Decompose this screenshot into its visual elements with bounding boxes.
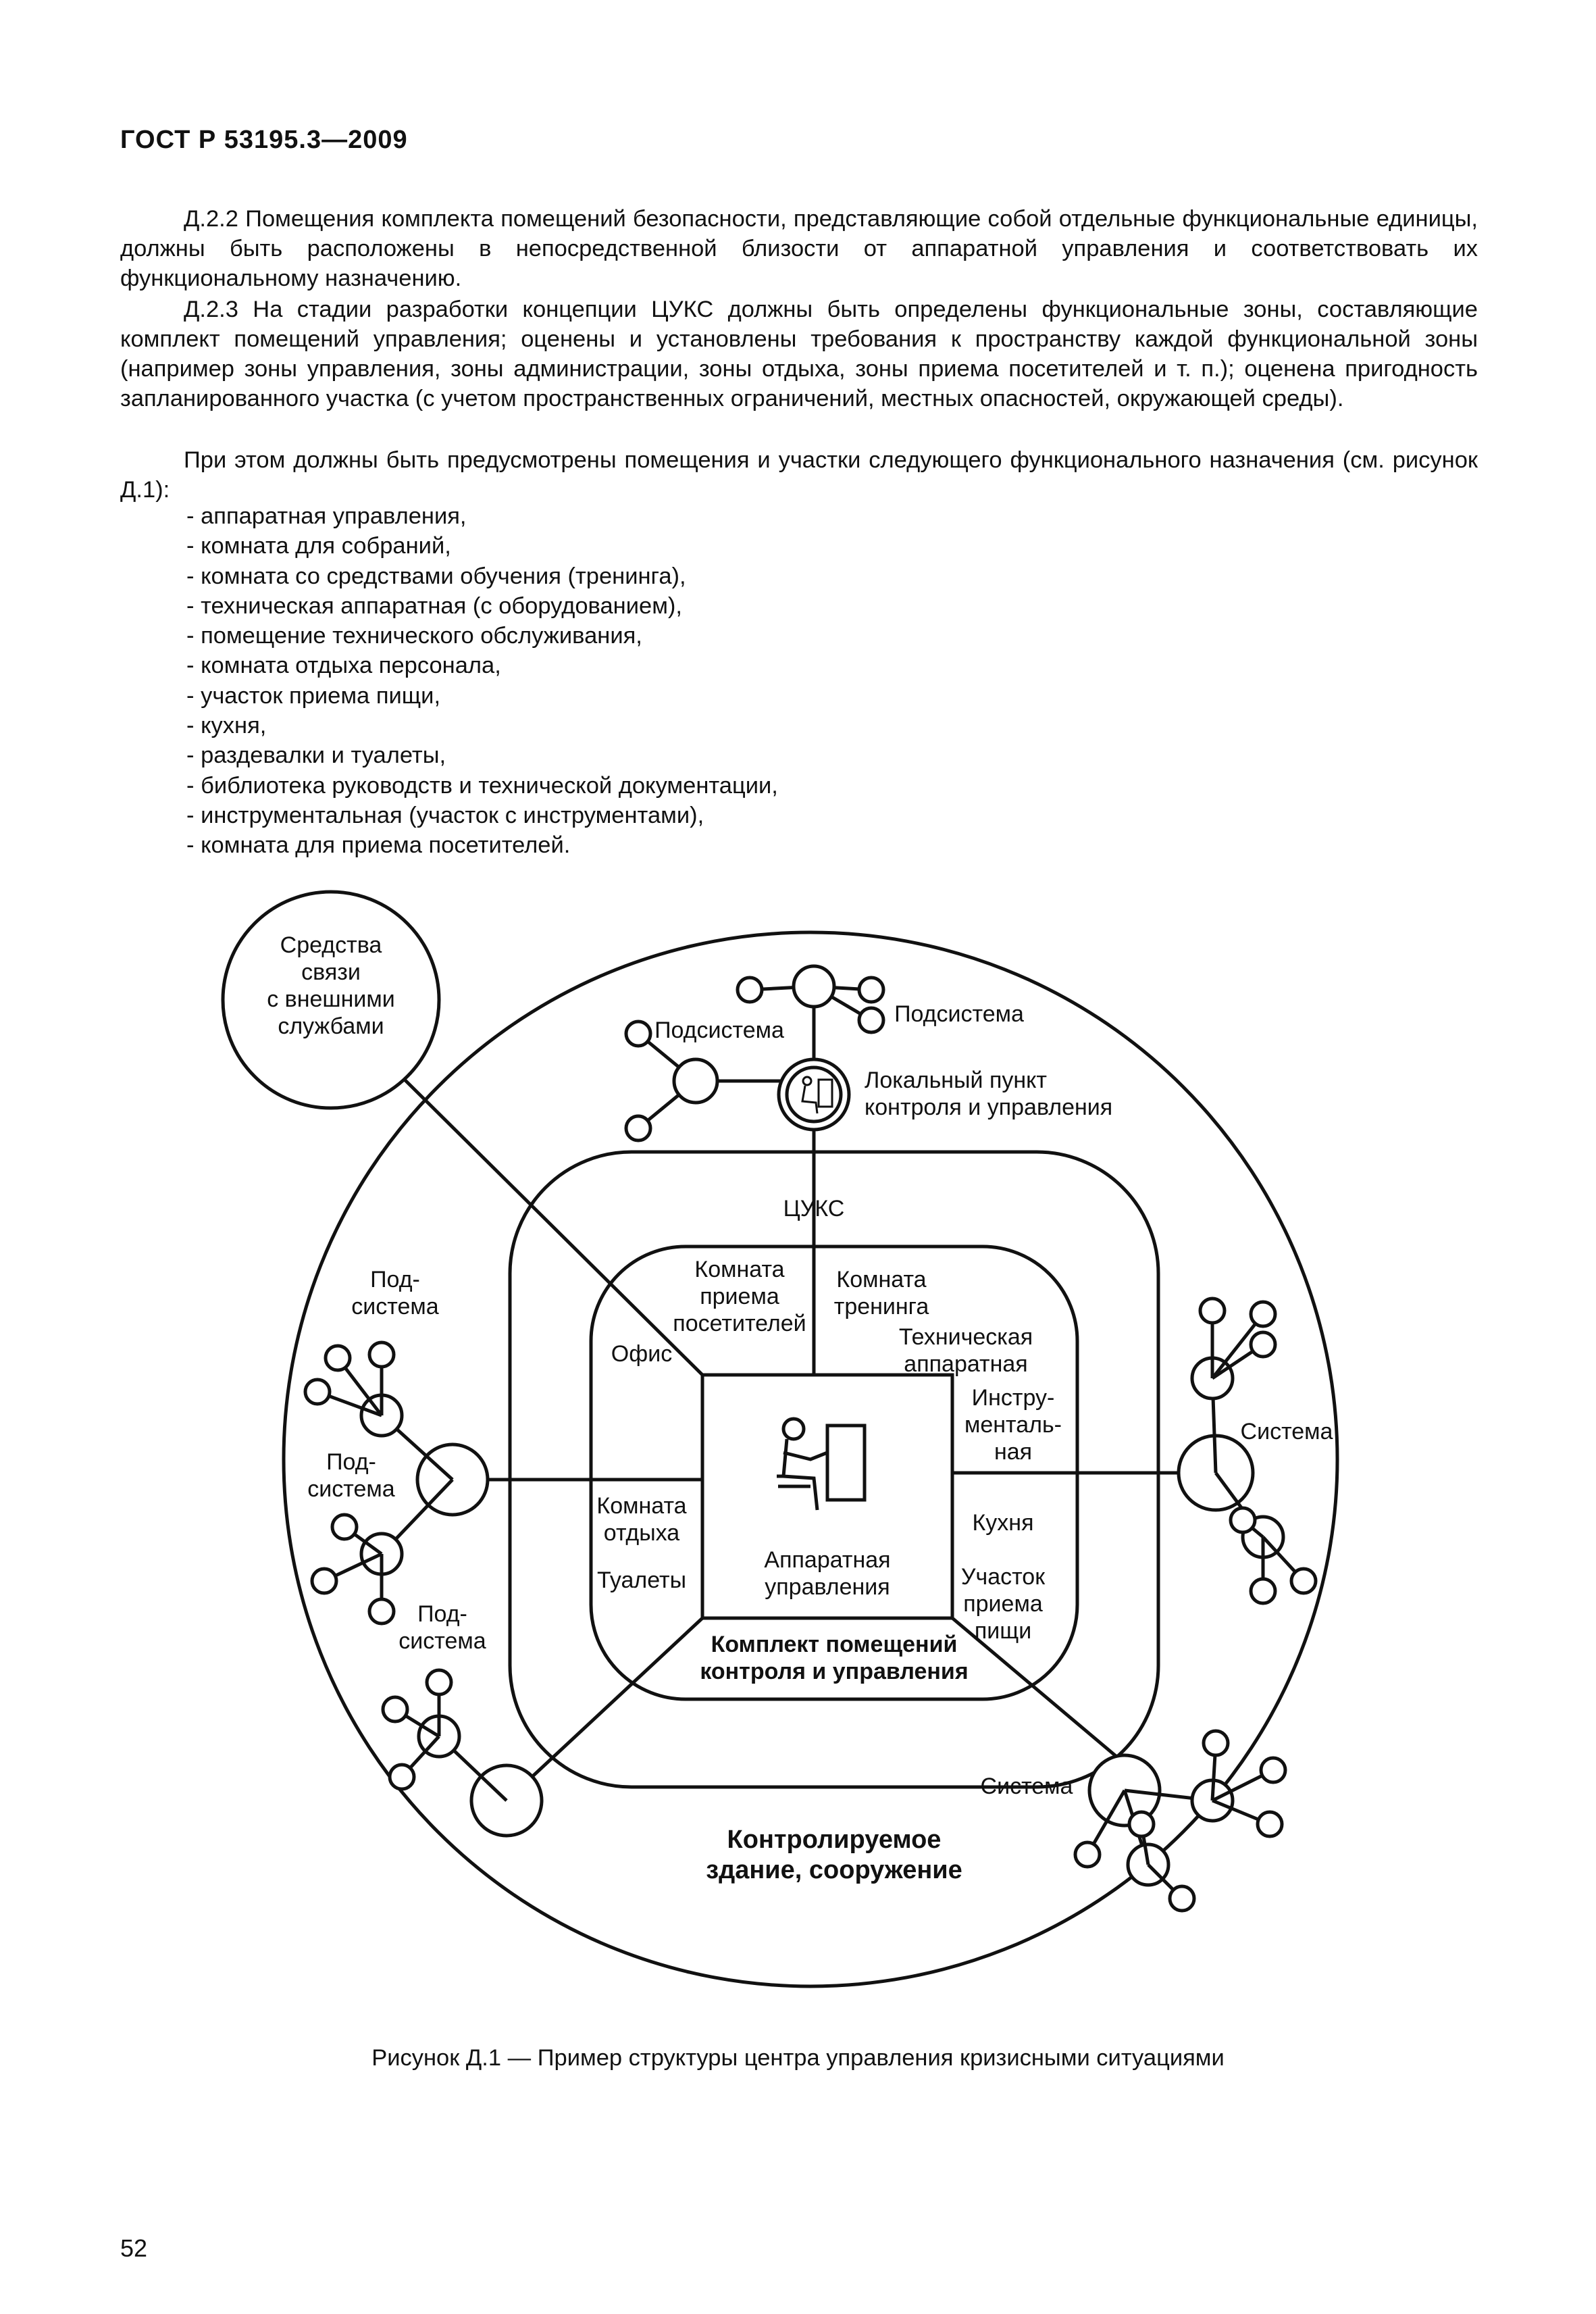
svg-text:менталь-: менталь- <box>964 1412 1062 1438</box>
svg-text:отдыха: отдыха <box>604 1520 680 1546</box>
operator-icon <box>777 1417 867 1511</box>
svg-text:управления: управления <box>765 1574 890 1600</box>
list-item: - библиотека руководств и технической до… <box>186 772 778 799</box>
building-circle <box>282 930 1339 1988</box>
list-item: - техническая аппаратная (с оборудование… <box>186 593 682 619</box>
paragraph-intro-list: При этом должны быть предусмотрены помещ… <box>120 447 1478 503</box>
system-label: Система <box>1241 1419 1333 1444</box>
list-item: - раздевалки и туалеты, <box>186 743 446 769</box>
svg-text:приема: приема <box>700 1284 779 1309</box>
list-item: - комната для приема посетителей. <box>186 832 571 859</box>
page-number: 52 <box>120 2234 148 2262</box>
local-point-label: Локальный пункт <box>865 1067 1047 1093</box>
list-item: - комната для собраний, <box>186 533 451 559</box>
left-subsystem-label: Под- <box>326 1449 376 1475</box>
cuks-label: ЦУКС <box>783 1196 845 1222</box>
kitchen-label: Кухня <box>973 1510 1034 1536</box>
toilets-label: Туалеты <box>597 1567 686 1593</box>
list-item: - инструментальная (участок с инструмент… <box>186 802 704 828</box>
svg-text:связи: связи <box>301 959 361 985</box>
office-label: Офис <box>611 1341 672 1367</box>
paragraph-d22: Д.2.2 Помещения комплекта помещений безо… <box>120 206 1478 291</box>
building-label: Контролируемое <box>727 1826 942 1854</box>
training-label: Комната <box>836 1267 926 1292</box>
subsystem-label: Подсистема <box>894 1001 1024 1027</box>
svg-text:контроля и управления: контроля и управления <box>865 1095 1112 1120</box>
svg-text:службами: службами <box>278 1013 384 1039</box>
svg-text:система: система <box>351 1294 438 1319</box>
subsystem-label: Подсистема <box>654 1017 784 1043</box>
list-item: - комната отдыха персонала, <box>186 653 501 679</box>
list-item: - аппаратная управления, <box>186 503 467 529</box>
svg-text:система: система <box>398 1628 486 1654</box>
comms-circle <box>221 890 441 1110</box>
left-subsystem-label: Под- <box>417 1601 467 1627</box>
instrumental-label: Инстру- <box>972 1385 1055 1411</box>
crisis-center-diagram: Средства связи с внешними службами Подси… <box>221 890 1339 1988</box>
svg-text:аппаратная: аппаратная <box>904 1351 1027 1377</box>
svg-text:с внешними: с внешними <box>267 986 395 1012</box>
svg-text:система: система <box>307 1476 394 1502</box>
svg-text:ная: ная <box>994 1439 1032 1465</box>
list-item: - помещение технического обслуживания, <box>186 623 642 649</box>
list-item: - комната со средствами обучения (тренин… <box>186 563 686 589</box>
svg-text:посетителей: посетителей <box>673 1311 806 1336</box>
system-label: Система <box>981 1774 1073 1799</box>
document-header: ГОСТ Р 53195.3—2009 <box>120 126 408 154</box>
cuks-outline <box>508 1150 1160 1789</box>
svg-text:пищи: пищи <box>975 1618 1031 1644</box>
control-room-box <box>700 1373 954 1620</box>
list-item: - участок приема пищи, <box>186 682 441 709</box>
local-operator-icon <box>801 1076 833 1114</box>
left-subsystem-label: Под- <box>370 1267 420 1292</box>
meal-area-label: Участок <box>961 1564 1046 1590</box>
svg-text:здание, сооружение: здание, сооружение <box>706 1856 962 1884</box>
svg-text:приема: приема <box>963 1591 1043 1617</box>
room-list: - аппаратная управления, - комната для с… <box>186 501 778 861</box>
control-room-label: Аппаратная <box>764 1547 890 1573</box>
complex-label: Комплект помещений <box>711 1632 958 1657</box>
comms-label: Средства <box>280 932 382 958</box>
rest-room-label: Комната <box>596 1493 686 1519</box>
paragraph-d23: Д.2.3 На стадии разработки концепции ЦУК… <box>120 297 1478 411</box>
svg-text:тренинга: тренинга <box>834 1294 929 1319</box>
tech-room-label: Техническая <box>899 1324 1033 1350</box>
reception-label: Комната <box>694 1257 784 1282</box>
svg-text:контроля и управления: контроля и управления <box>700 1659 968 1684</box>
figure-caption: Рисунок Д.1 — Пример структуры центра уп… <box>371 2045 1225 2071</box>
list-item: - кухня, <box>186 713 267 739</box>
